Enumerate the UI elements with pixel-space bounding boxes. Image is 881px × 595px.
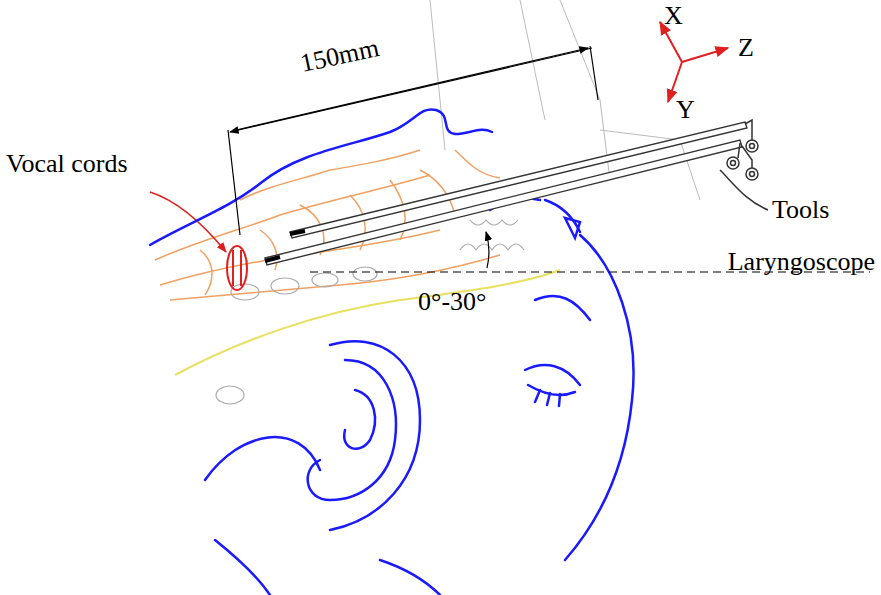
- axis-label: Z: [738, 34, 754, 63]
- axis-label: Y: [676, 96, 695, 125]
- part-label: Tools: [772, 196, 829, 225]
- part-label: Laryngoscope: [728, 248, 875, 277]
- axis-label: X: [664, 2, 683, 31]
- angle-label: 0°-30°: [418, 288, 486, 317]
- dimension-label: 150mm: [298, 34, 382, 78]
- part-label: Vocal cords: [6, 150, 128, 179]
